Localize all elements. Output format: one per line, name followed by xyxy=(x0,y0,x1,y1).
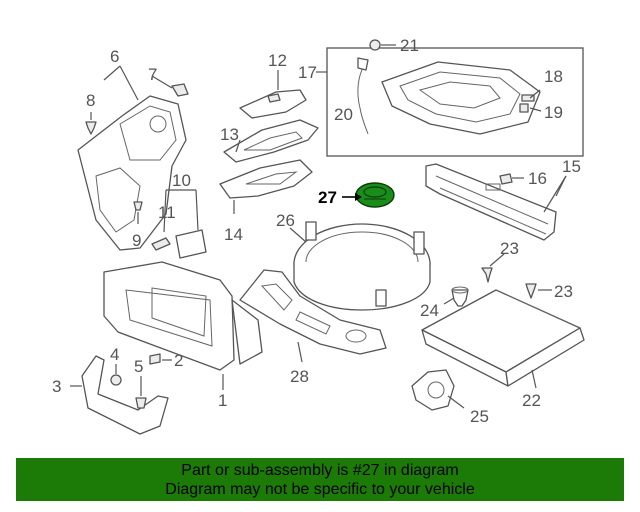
part-2-clip[interactable] xyxy=(149,353,161,365)
callout-11: 11 xyxy=(158,203,176,222)
part-10-lamp[interactable] xyxy=(175,229,207,259)
banner-line-1: Part or sub-assembly is #27 in diagram xyxy=(181,462,459,479)
callout-3: 3 xyxy=(52,377,61,396)
callout-7: 7 xyxy=(148,65,157,84)
callout-8: 8 xyxy=(86,91,95,110)
part-14-bracket[interactable] xyxy=(219,159,313,199)
part-8-screw[interactable] xyxy=(85,121,97,135)
callout-16: 16 xyxy=(528,169,547,188)
part-23-screw-b[interactable] xyxy=(525,283,537,299)
part-13-tray[interactable] xyxy=(223,119,319,163)
part-5-screw[interactable] xyxy=(135,397,147,409)
callout-24: 24 xyxy=(420,301,439,320)
part-21-nut[interactable] xyxy=(369,39,381,51)
part-18-lid-panel[interactable] xyxy=(381,61,541,135)
callout-27: 27 xyxy=(318,188,337,207)
part-25-hook[interactable] xyxy=(411,369,455,411)
callout-14: 14 xyxy=(224,225,243,244)
part-20-cable[interactable] xyxy=(357,57,369,135)
part-24-grommet[interactable] xyxy=(451,286,469,307)
banner-line-2: Diagram may not be specific to your vehi… xyxy=(165,481,475,498)
callout-25: 25 xyxy=(470,407,489,426)
part-1-floor-frame[interactable] xyxy=(103,261,263,371)
callout-19: 19 xyxy=(544,103,563,122)
part-19-clip[interactable] xyxy=(519,94,535,113)
part-12-cover[interactable] xyxy=(239,89,307,119)
part-16-clip[interactable] xyxy=(499,173,513,185)
callout-23-a: 23 xyxy=(500,239,519,258)
callout-4: 4 xyxy=(110,345,119,364)
callout-17: 17 xyxy=(298,63,317,82)
callout-2: 2 xyxy=(174,351,183,370)
callout-18: 18 xyxy=(544,67,563,86)
part-26-tire-well[interactable] xyxy=(293,221,431,311)
callout-9: 9 xyxy=(132,231,141,250)
part-9-clip[interactable] xyxy=(133,201,143,211)
part-11-bulb[interactable] xyxy=(151,237,171,251)
callout-12: 12 xyxy=(268,51,287,70)
part-3-bracket[interactable] xyxy=(81,355,169,435)
part-22-floor-panel[interactable] xyxy=(421,289,585,387)
callout-23-b: 23 xyxy=(554,282,573,301)
callout-1: 1 xyxy=(218,391,227,410)
callout-21: 21 xyxy=(400,36,419,55)
group-box-17 xyxy=(326,47,584,157)
callout-13: 13 xyxy=(220,125,239,144)
callout-26: 26 xyxy=(276,211,295,230)
callout-5: 5 xyxy=(134,357,143,376)
part-4-nut[interactable] xyxy=(110,374,122,386)
part-28-panel[interactable] xyxy=(239,269,387,355)
callout-22: 22 xyxy=(522,391,541,410)
callout-20: 20 xyxy=(334,105,353,124)
callout-28: 28 xyxy=(290,367,309,386)
parts-diagram: 1 2 3 4 5 6 7 8 9 10 11 12 13 14 15 16 1… xyxy=(52,36,585,435)
info-banner: Part or sub-assembly is #27 in diagram D… xyxy=(16,458,624,501)
part-15-rear-panel[interactable] xyxy=(425,163,557,241)
part-6-quarter-trim[interactable] xyxy=(77,95,187,251)
callout-6: 6 xyxy=(110,47,119,66)
part-27-highlighted[interactable] xyxy=(355,182,395,208)
callout-10: 10 xyxy=(172,171,191,190)
part-7-clip[interactable] xyxy=(171,83,189,97)
callout-15: 15 xyxy=(562,157,581,176)
part-23-screw-a[interactable] xyxy=(481,267,493,283)
